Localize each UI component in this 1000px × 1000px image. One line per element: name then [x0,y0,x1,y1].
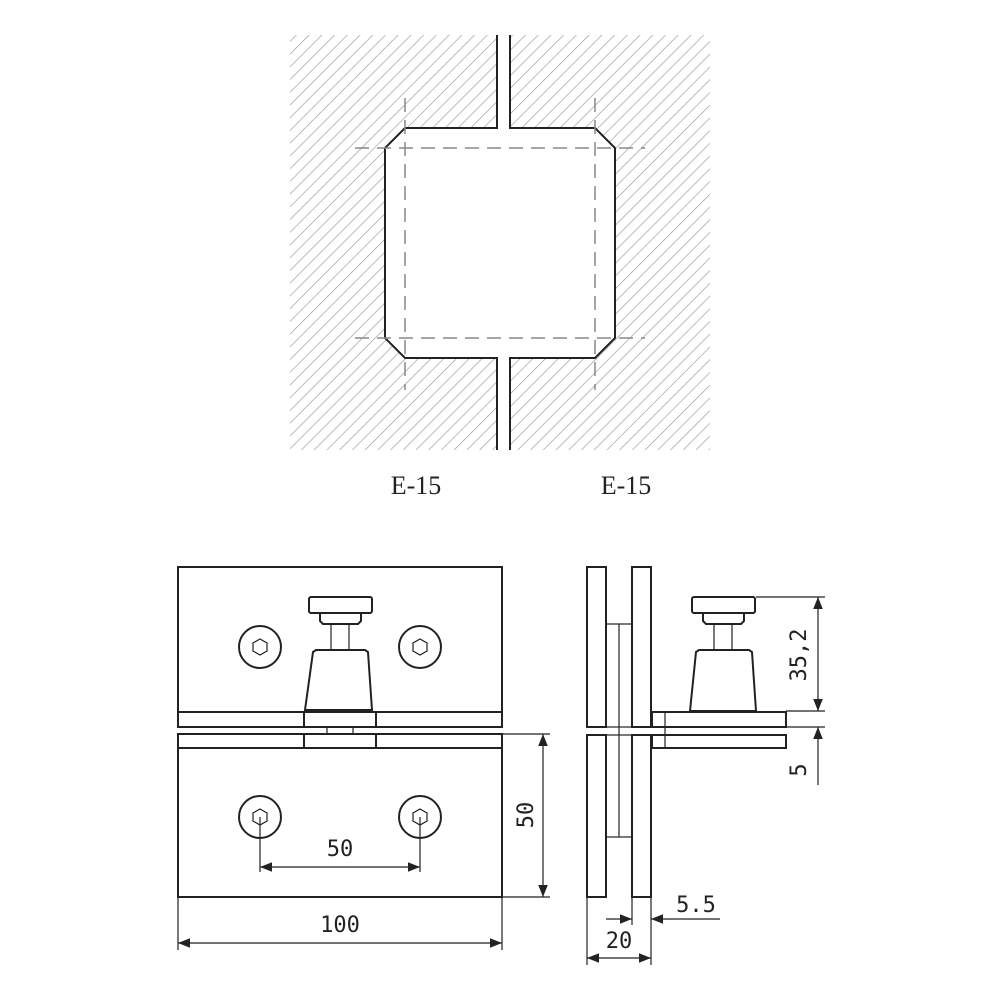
pivot-block-upper [303,711,377,728]
side-view: 35,2 5 5.5 20 [586,566,825,965]
top-view: E-15 E-15 [290,35,710,500]
upper-strip [177,711,503,728]
lower-plate [177,747,503,898]
adjustment-knob [303,596,374,711]
dim-knob-height: 35,2 [787,629,812,682]
left-glass-panel [290,35,497,450]
side-adjustment-knob [688,596,758,712]
front-view: 50 100 50 [177,566,550,950]
right-glass-label: E-15 [601,471,652,500]
right-panel-cutout-edge [509,35,616,450]
left-glass-label: E-15 [391,471,442,500]
dim-width: 100 [320,913,360,938]
dim-height: 50 [514,802,539,829]
lower-strip [177,733,503,749]
pivot-pin [326,726,354,735]
left-panel-cutout-edge [384,35,498,450]
dim-glass: 5.5 [676,893,716,918]
dim-hole-spacing: 50 [327,837,354,862]
glass-clamp-left-upper [586,566,607,728]
glass-clamp-left-lower [586,734,607,898]
dim-depth: 20 [606,929,633,954]
right-glass-panel [510,35,710,450]
screw-icon [238,625,442,839]
side-upper-arm [651,711,787,728]
dim-gap: 5 [787,763,812,776]
glass-clamp-right-upper [631,566,652,728]
side-lower-arm [651,734,787,749]
upper-plate [177,566,503,713]
hinge-outline-dashed [355,98,645,390]
pivot-block-lower [303,733,377,749]
glass-clamp-right-lower [631,734,652,898]
